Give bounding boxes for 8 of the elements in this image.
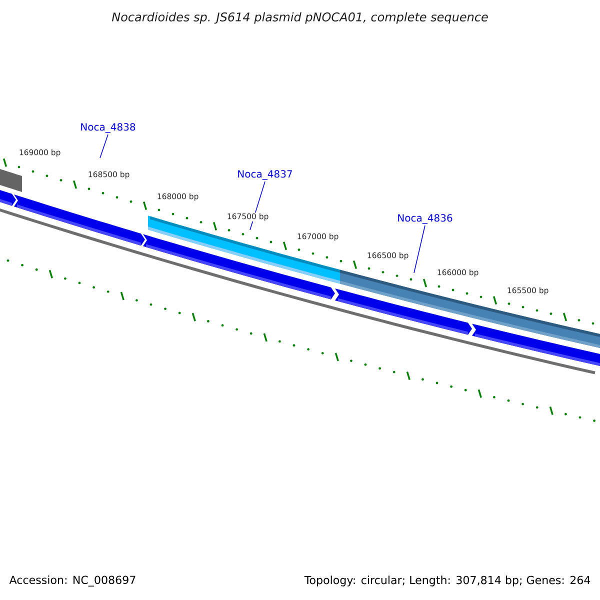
accession-text: Accession: NC_008697 [9, 576, 136, 587]
leader-line [100, 134, 108, 158]
gene-label: Noca_4836 [398, 214, 452, 224]
leader-line [414, 225, 426, 274]
gene-label: Noca_4837 [238, 170, 292, 180]
title: Nocardioides sp. JS614 plasmid pNOCA01, complete sequence [112, 12, 488, 24]
summary-text: Topology: circular; Length: 307,814 bp; Genes: 264 [304, 576, 590, 586]
gene-label: Noca_4838 [81, 123, 136, 133]
